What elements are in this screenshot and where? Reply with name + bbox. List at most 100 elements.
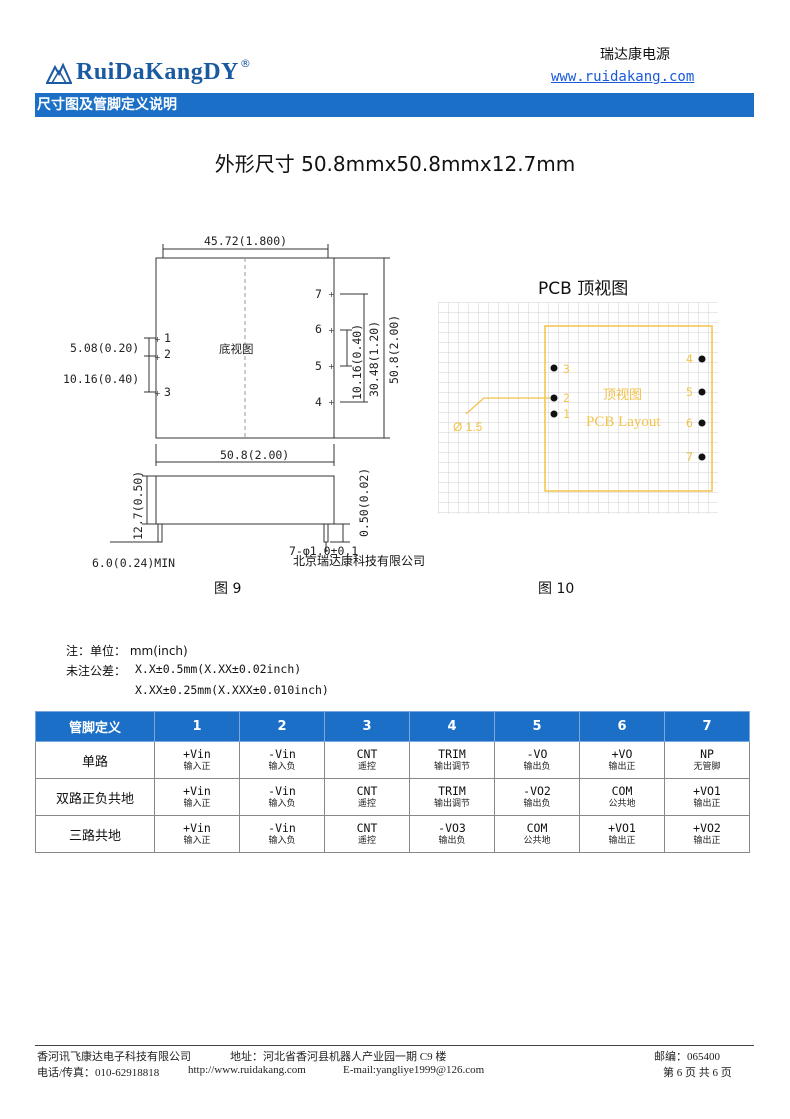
table-header-cell: 6	[579, 711, 665, 742]
pcb-pin-4: 4	[686, 352, 693, 366]
pin-function: -Vin	[268, 747, 296, 761]
table-header-cell: 7	[664, 711, 750, 742]
dim-top-width: 45.72(1.800)	[204, 234, 288, 248]
pcb-hole-diameter: Ø 1.5	[453, 420, 483, 434]
pin-function-desc: 输入负	[268, 799, 296, 809]
note-tolerance-label: 未注公差：	[66, 664, 127, 678]
figure-9-caption: 图 9	[214, 581, 242, 597]
dim-pin-diameter: 7-φ1.0±0.1	[289, 544, 359, 558]
company-name-cn: 瑞达康电源	[600, 47, 670, 63]
company-logo: RuiDaKangDY ®	[46, 52, 251, 84]
footer-email[interactable]: E-mail:yangliye1999@126.com	[343, 1064, 485, 1076]
table-header-cell: 4	[409, 711, 495, 742]
dim-side-pin: 0.50(0.02)	[357, 467, 371, 537]
pin-function: NP	[700, 747, 714, 761]
footer-page-number: 第 6 页 共 6 页	[663, 1067, 732, 1079]
pin-function: -Vin	[268, 784, 296, 798]
table-header-cell: 3	[324, 711, 410, 742]
dim-v-30-48: 30.48(1.20)	[367, 320, 381, 397]
pin-function-desc: 输出正	[693, 836, 721, 846]
pcb-title: PCB 顶视图	[538, 279, 629, 299]
dim-v-10-16: 10.16(0.40)	[350, 323, 364, 400]
pin-function: -VO3	[438, 821, 466, 835]
pin-function: +Vin	[183, 747, 211, 761]
pin-function: +VO2	[693, 821, 721, 835]
pin-function: +VO1	[608, 821, 636, 835]
pcb-pin-1: 1	[563, 407, 570, 421]
pin-function-desc: 输入负	[268, 762, 296, 772]
pin-function-desc: 输出正	[608, 836, 636, 846]
pin-function: CNT	[356, 821, 378, 835]
pcb-top-view-label: 顶视图	[603, 387, 643, 402]
dim-pin-min: 6.0(0.24)MIN	[92, 556, 176, 570]
pin-7-label: 7	[315, 287, 322, 301]
table-header-cell: 5	[494, 711, 580, 742]
pin-function: +Vin	[183, 784, 211, 798]
note-tolerance-1: X.X±0.5mm(X.XX±0.02inch)	[135, 662, 302, 676]
pin-function-desc: 输入负	[268, 836, 296, 846]
pin-function: +VO	[611, 747, 633, 761]
pcb-pin-2: 2	[563, 391, 570, 405]
table-row-label: 双路正负共地	[35, 778, 155, 816]
note-unit: 注：单位： mm(inch)	[66, 644, 188, 658]
dim-v-50-8: 50.8(2.00)	[387, 314, 401, 384]
pin-6-label: 6	[315, 322, 322, 336]
svg-text:+: +	[328, 398, 335, 407]
pin-function-desc: 输出正	[693, 799, 721, 809]
pin-function: COM	[526, 821, 548, 835]
pin-function: CNT	[356, 747, 378, 761]
pin-function-desc: 输出调节	[433, 762, 470, 772]
pin-function: -VO2	[523, 784, 551, 798]
pin-function-desc: 公共地	[523, 836, 551, 846]
svg-text:+: +	[328, 290, 335, 299]
dim-left-5-08: 5.08(0.20)	[70, 341, 140, 355]
table-row-label: 单路	[35, 741, 155, 779]
logo-text: RuiDaKangDY	[76, 59, 239, 85]
website-link[interactable]: www.ruidakang.com	[551, 69, 695, 85]
pin-function-desc: 输入正	[183, 799, 211, 809]
registered-mark: ®	[239, 57, 251, 70]
pin-function-desc: 输出负	[438, 836, 466, 846]
pin-3-label: 3	[164, 385, 171, 399]
table-row-label: 三路共地	[35, 815, 155, 853]
footer-postcode: 邮编：065400	[654, 1051, 720, 1063]
pin-5-label: 5	[315, 359, 322, 373]
pin-1-label: 1	[164, 331, 171, 345]
pcb-pin-7: 7	[686, 450, 693, 464]
pin-function-desc: 输入正	[183, 762, 211, 772]
figure-10-caption: 图 10	[538, 581, 575, 597]
dim-side-height: 12.7(0.50)	[131, 470, 145, 540]
pin-function: +Vin	[183, 821, 211, 835]
table-header-cell: 2	[239, 711, 325, 742]
pin-2-label: 2	[164, 347, 171, 361]
bottom-view-label: 底视图	[219, 342, 254, 356]
table-header-cell: 1	[154, 711, 240, 742]
footer-phone: 电话/传真：010-62918818	[37, 1067, 160, 1079]
side-view-outline	[155, 475, 335, 525]
footer-website[interactable]: http://www.ruidakang.com	[188, 1064, 306, 1076]
pcb-layout-label: PCB Layout	[586, 414, 661, 430]
pcb-pin-6: 6	[686, 416, 693, 430]
table-header-row: 管脚定义 1 2 3 4 5 6 7	[35, 711, 750, 742]
pin-function: TRIM	[438, 747, 466, 761]
pin-function: CNT	[356, 784, 378, 798]
